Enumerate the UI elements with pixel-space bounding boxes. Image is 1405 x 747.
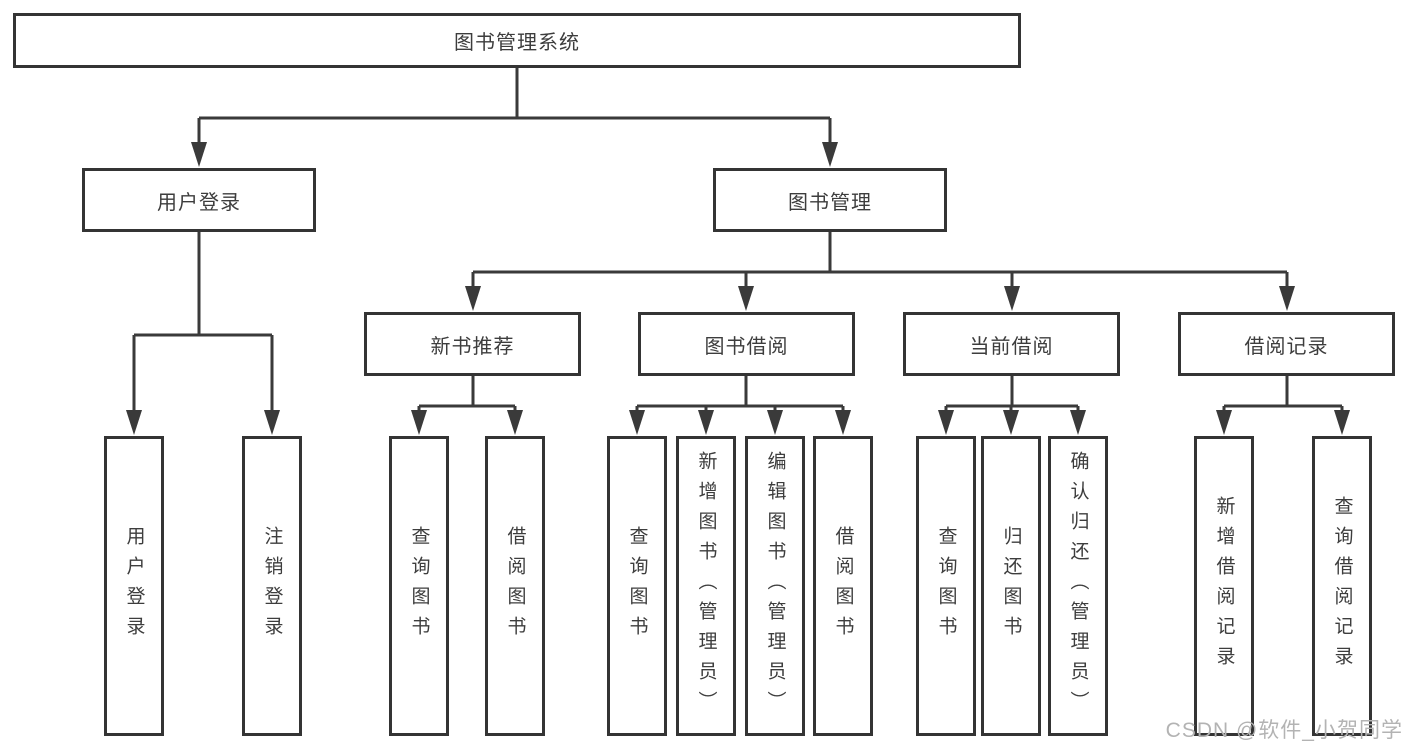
node-label: 图书管理 — [788, 191, 872, 214]
leaf-user-login: 用户登录 — [104, 436, 164, 736]
leaf-label: 查询图书 — [935, 526, 957, 646]
leaf-confirm-return-admin: 确认归还（管理员） — [1048, 436, 1108, 736]
leaf-borrow-books: 借阅图书 — [813, 436, 873, 736]
node-label: 图书管理系统 — [454, 32, 580, 54]
leaf-label: 借阅图书 — [832, 526, 854, 646]
leaf-query-books-recommend: 查询图书 — [389, 436, 449, 736]
node-label: 图书借阅 — [704, 335, 789, 358]
node-current-borrowing: 当前借阅 — [903, 312, 1120, 376]
leaf-label: 新增图书（管理员） — [695, 451, 717, 721]
csdn-watermark: CSDN @软件_小贺同学 — [1165, 719, 1403, 742]
node-new-book-recommendation: 新书推荐 — [364, 312, 581, 376]
tree-edges — [132, 68, 1344, 420]
node-label: 当前借阅 — [969, 335, 1054, 358]
leaf-label: 新增借阅记录 — [1213, 496, 1235, 676]
node-user-login: 用户登录 — [82, 168, 316, 232]
leaf-logout: 注销登录 — [242, 436, 302, 736]
leaf-query-borrow-record: 查询借阅记录 — [1312, 436, 1372, 736]
leaf-label: 查询借阅记录 — [1331, 496, 1353, 676]
leaf-query-books-current: 查询图书 — [916, 436, 976, 736]
leaf-label: 借阅图书 — [504, 526, 526, 646]
node-label: 用户登录 — [157, 191, 241, 214]
leaf-label: 编辑图书（管理员） — [764, 451, 786, 721]
leaf-add-books-admin: 新增图书（管理员） — [676, 436, 736, 736]
leaf-label: 查询图书 — [626, 526, 648, 646]
leaf-label: 用户登录 — [123, 526, 145, 646]
leaf-label: 确认归还（管理员） — [1067, 451, 1089, 721]
leaf-borrow-books-recommend: 借阅图书 — [485, 436, 545, 736]
leaf-label: 注销登录 — [261, 526, 283, 646]
leaf-return-books: 归还图书 — [981, 436, 1041, 736]
node-label: 借阅记录 — [1244, 335, 1329, 358]
leaf-edit-books-admin: 编辑图书（管理员） — [745, 436, 805, 736]
leaf-label: 归还图书 — [1000, 526, 1022, 646]
node-book-borrowing: 图书借阅 — [638, 312, 855, 376]
node-borrowing-records: 借阅记录 — [1178, 312, 1395, 376]
leaf-add-borrow-record: 新增借阅记录 — [1194, 436, 1254, 736]
node-library-management-system: 图书管理系统 — [13, 13, 1021, 68]
node-book-management: 图书管理 — [713, 168, 947, 232]
leaf-label: 查询图书 — [408, 526, 430, 646]
leaf-query-books-borrow: 查询图书 — [607, 436, 667, 736]
node-label: 新书推荐 — [430, 335, 515, 358]
arrowheads — [126, 142, 1350, 435]
